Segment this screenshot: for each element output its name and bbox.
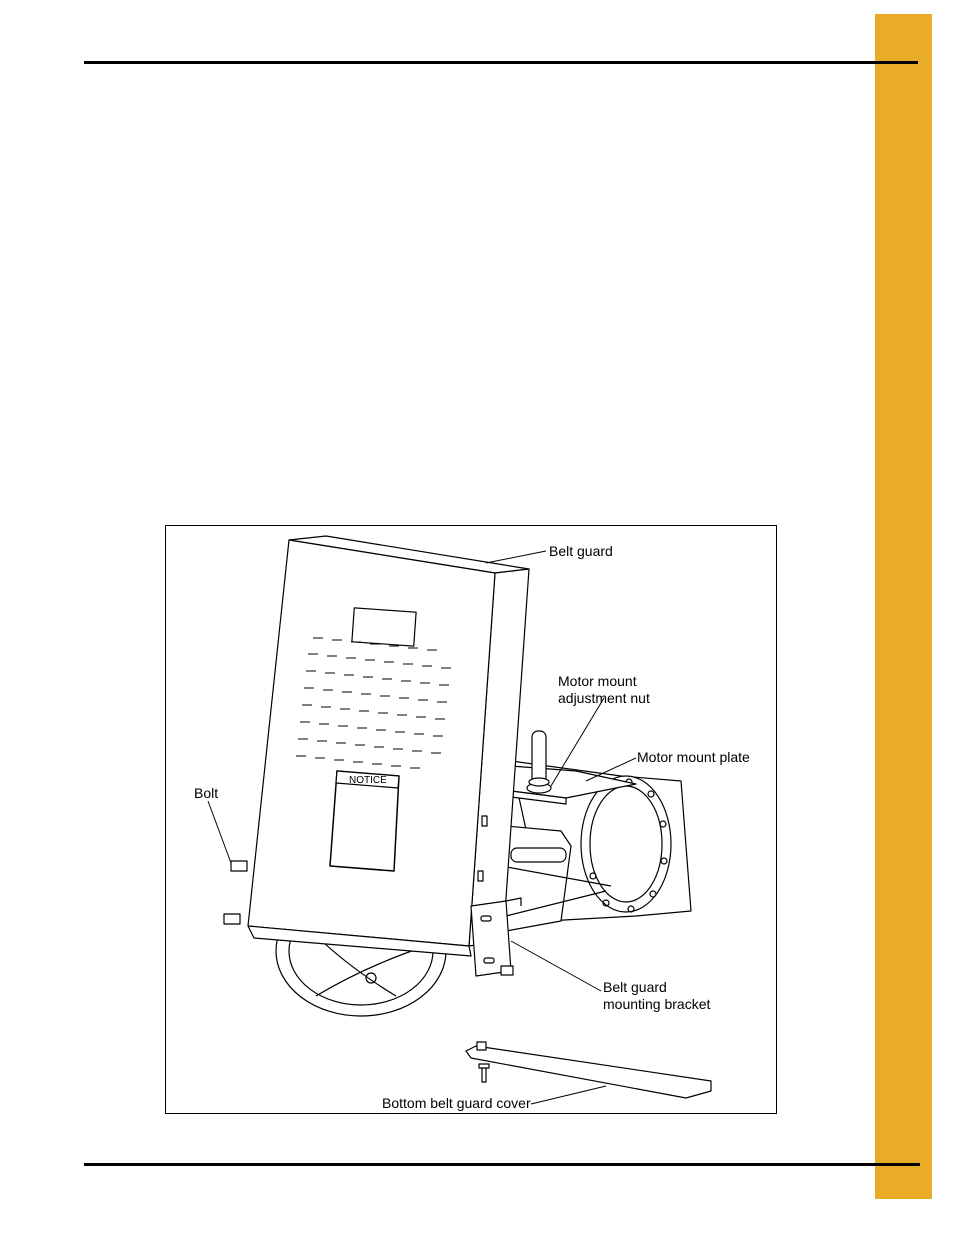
belt-guard-box: NOTICE: [247, 535, 530, 957]
chapter-side-tab: [875, 14, 932, 1199]
label-motor-mount-adjustment-nut: Motor mount adjustment nut: [558, 673, 650, 706]
bolts: [223, 860, 514, 976]
belt-guard-mounting-bracket: [470, 897, 522, 977]
motor-mount-plate: [510, 730, 637, 805]
label-motor-mount-plate: Motor mount plate: [637, 749, 750, 765]
label-bolt: Bolt: [194, 785, 219, 801]
label-belt-guard-mounting-bracket: Belt guard mounting bracket: [603, 979, 711, 1012]
belt-guard-assembly-drawing: NOTICE: [207, 535, 712, 1105]
belt-guard-figure: NOTICE: [165, 525, 777, 1114]
label-belt-guard: Belt guard: [549, 543, 613, 559]
label-bottom-belt-guard-cover: Bottom belt guard cover: [382, 1095, 531, 1111]
notice-decal-heading: NOTICE: [349, 775, 387, 786]
header-rule: [84, 61, 918, 64]
bottom-belt-guard-cover: [465, 1041, 712, 1099]
footer-rule: [84, 1163, 920, 1166]
motor-frame: [500, 825, 612, 932]
callout-leaders: [207, 550, 637, 1105]
